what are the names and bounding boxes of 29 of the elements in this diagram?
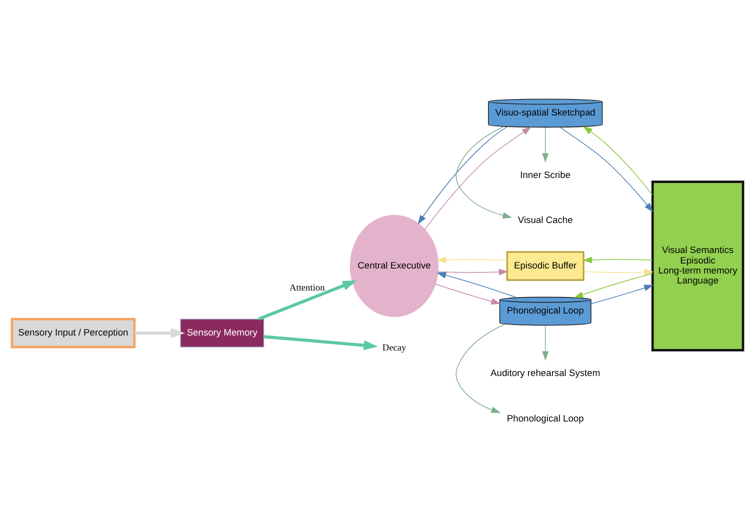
node-text: Auditory rehearsal System: [490, 368, 600, 378]
arrow: [418, 126, 508, 224]
node-text: Inner Scribe: [520, 169, 571, 180]
arrow: [434, 283, 501, 304]
node-box: Sensory Memory: [180, 318, 264, 347]
arrow: [542, 126, 549, 162]
arrow: [590, 284, 654, 304]
arrow: [574, 272, 653, 298]
arrow: [134, 328, 186, 338]
arrow: [436, 272, 516, 298]
arrow: [436, 256, 508, 263]
node-text: Phonological Loop: [506, 412, 584, 423]
arrow: [583, 268, 654, 275]
arrow: [456, 324, 505, 412]
arrow: [560, 126, 654, 212]
arrow: [582, 126, 653, 195]
arrow: [456, 126, 512, 218]
arrow: [264, 334, 378, 350]
node-box: Visual Semantics Episodic Long-term memory Language: [651, 180, 744, 351]
node-box: Episodic Buffer: [506, 250, 584, 280]
node-text: Visual Cache: [518, 214, 573, 225]
arrow: [424, 126, 532, 230]
arrow: [542, 324, 549, 360]
node-box: Sensory Input / Perception: [10, 317, 136, 348]
arrow: [438, 268, 508, 275]
edge-label: Attention: [289, 283, 325, 294]
arrow: [258, 280, 357, 320]
arrow: [582, 256, 653, 263]
node-text: Decay: [382, 342, 406, 353]
